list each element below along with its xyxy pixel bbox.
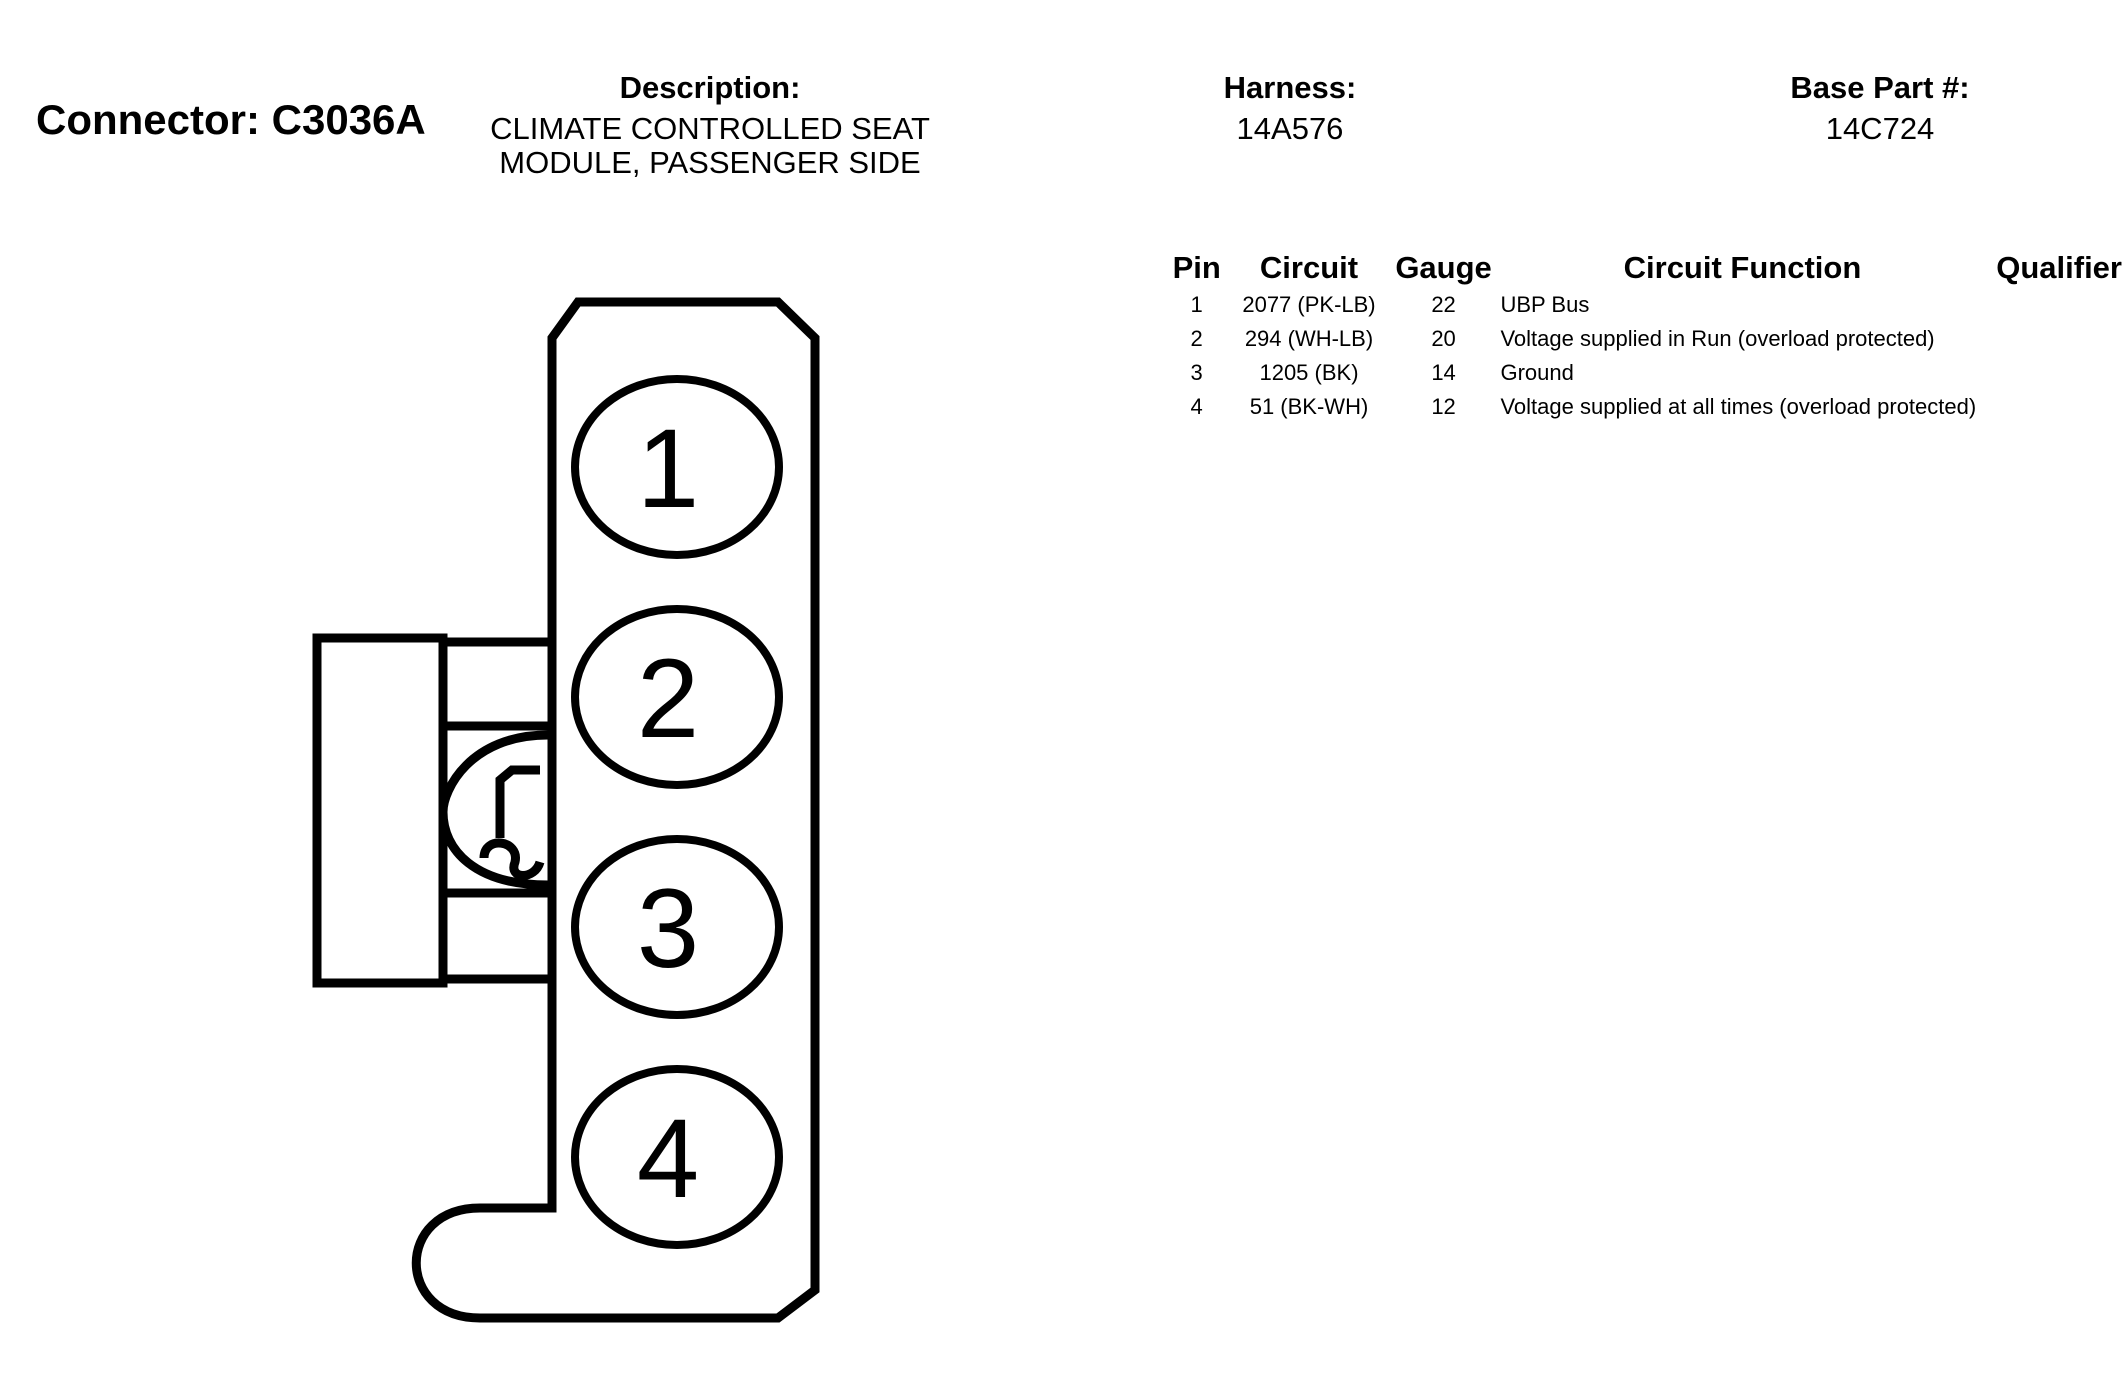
cell-pin: 4 — [1190, 394, 1203, 419]
cell-pin: 1 — [1190, 292, 1203, 317]
pin-table-header-row: Pin Circuit Gauge Circuit Function Quali… — [1170, 248, 2122, 288]
table-row: 4 51 (BK-WH) 12 Voltage supplied at all … — [1170, 390, 2122, 424]
connector-housing — [411, 297, 820, 1323]
pin-cavity-4 — [571, 1065, 783, 1249]
header-circuit: Circuit — [1259, 250, 1359, 285]
cell-gauge: 12 — [1431, 394, 1456, 419]
locking-tab-outer — [312, 633, 448, 988]
cell-circuit: 294 (WH-LB) — [1244, 326, 1374, 351]
cell-pin: 2 — [1190, 326, 1203, 351]
pin-table: Pin Circuit Gauge Circuit Function Quali… — [1170, 248, 2122, 424]
connector-title: Connector: C3036A — [36, 96, 426, 143]
cell-gauge: 20 — [1431, 326, 1456, 351]
cell-circuit: 1205 (BK) — [1259, 360, 1359, 385]
header-pin: Pin — [1172, 250, 1221, 285]
pin-cavity-3 — [571, 835, 783, 1019]
header-gauge: Gauge — [1395, 250, 1492, 285]
cell-gauge: 22 — [1431, 292, 1456, 317]
cell-function: Voltage supplied at all times (overload … — [1500, 394, 1977, 419]
header-circuit-function: Circuit Function — [1623, 250, 1862, 285]
base-part-label: Base Part #: — [1790, 70, 1970, 105]
cell-gauge: 14 — [1431, 360, 1456, 385]
harness-value: 14A576 — [1236, 111, 1344, 146]
description-value: CLIMATE CONTROLLED SEAT MODULE, PASSENGE… — [440, 112, 980, 180]
table-row: 2 294 (WH-LB) 20 Voltage supplied in Run… — [1170, 322, 2122, 356]
pin-label-2: 2 — [637, 636, 699, 761]
description-label: Description: — [619, 70, 801, 105]
cell-circuit: 2077 (PK-LB) — [1242, 292, 1376, 317]
table-row: 1 2077 (PK-LB) 22 UBP Bus — [1170, 288, 2122, 322]
pin-cavity-2 — [571, 605, 783, 789]
cell-pin: 3 — [1190, 360, 1203, 385]
latch-hook — [479, 765, 545, 880]
pin-label-1: 1 — [637, 406, 699, 531]
harness-label: Harness: — [1223, 70, 1357, 105]
pin-cavity-1 — [571, 375, 783, 559]
latch-shape — [438, 730, 549, 890]
base-part-value: 14C724 — [1825, 111, 1935, 146]
cell-function: Ground — [1500, 360, 1574, 385]
cell-circuit: 51 (BK-WH) — [1249, 394, 1369, 419]
description-line-2: MODULE, PASSENGER SIDE — [499, 145, 921, 180]
table-row: 3 1205 (BK) 14 Ground — [1170, 356, 2122, 390]
pin-label-3: 3 — [637, 866, 699, 991]
description-line-1: CLIMATE CONTROLLED SEAT — [490, 111, 930, 146]
header-qualifier: Qualifier — [1996, 250, 2122, 285]
cell-function: UBP Bus — [1500, 292, 1590, 317]
pin-label-4: 4 — [637, 1096, 699, 1221]
cell-function: Voltage supplied in Run (overload protec… — [1500, 326, 1935, 351]
